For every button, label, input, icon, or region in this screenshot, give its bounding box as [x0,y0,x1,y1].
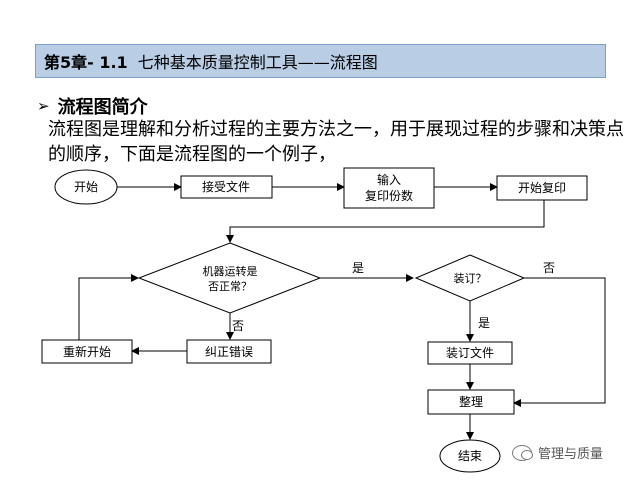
bind-question-label: 装订？ [454,272,487,285]
intro-paragraph: 流程图是理解和分析过程的主要方法之一，用于展现过程的步骤和决策点的顺序，下面是流… [48,119,624,165]
bind-file-node: 装订文件 [427,341,513,365]
restart-label: 重新开始 [63,344,111,359]
slide-title: 七种基本质量控制工具——流程图 [137,53,378,72]
watermark: 管理与质量 [512,443,603,462]
slide-title-bar: 第5章- 1.1 七种基本质量控制工具——流程图 [35,44,606,78]
input-label-line1: 输入 [377,172,401,187]
restart-node: 重新开始 [41,339,133,364]
bind-decision-node: 装订？ [414,254,526,302]
yes-label-bind: 是 [478,316,490,330]
organize-node: 整理 [427,389,515,415]
start-copy-node: 开始复印 [496,175,588,201]
yes-label-machine: 是 [352,261,364,275]
fix-error-label: 纠正错误 [205,345,253,359]
machine-question-line2: 否正常？ [208,280,252,293]
machine-question-line1: 机器运转是 [203,264,258,278]
bind-file-label: 装订文件 [446,345,494,360]
end-node: 结束 [439,439,501,473]
input-copies-node: 输入 复印份数 [343,167,435,209]
machine-decision-node: 机器运转是 否正常？ [137,242,322,314]
end-label: 结束 [458,449,482,463]
flow-connectors [78,183,606,440]
receive-file-node: 接受文件 [180,175,273,199]
watermark-text: 管理与质量 [538,447,604,462]
section-heading: ➢ 流程图简介 [37,93,148,119]
no-label-machine: 否 [232,319,244,333]
start-label: 开始 [74,180,98,194]
fix-error-node: 纠正错误 [186,339,272,364]
chapter-label: 第5章- 1.1 [44,53,128,72]
start-copy-label: 开始复印 [518,181,566,195]
bullet-arrow-icon: ➢ [37,97,50,115]
input-label-line2: 复印份数 [365,188,413,203]
organize-label: 整理 [459,394,483,409]
wechat-icon [512,444,533,461]
section-heading-text: 流程图简介 [57,97,148,118]
receive-file-label: 接受文件 [202,179,250,194]
no-label-bind: 否 [543,261,555,275]
start-node: 开始 [54,169,118,205]
